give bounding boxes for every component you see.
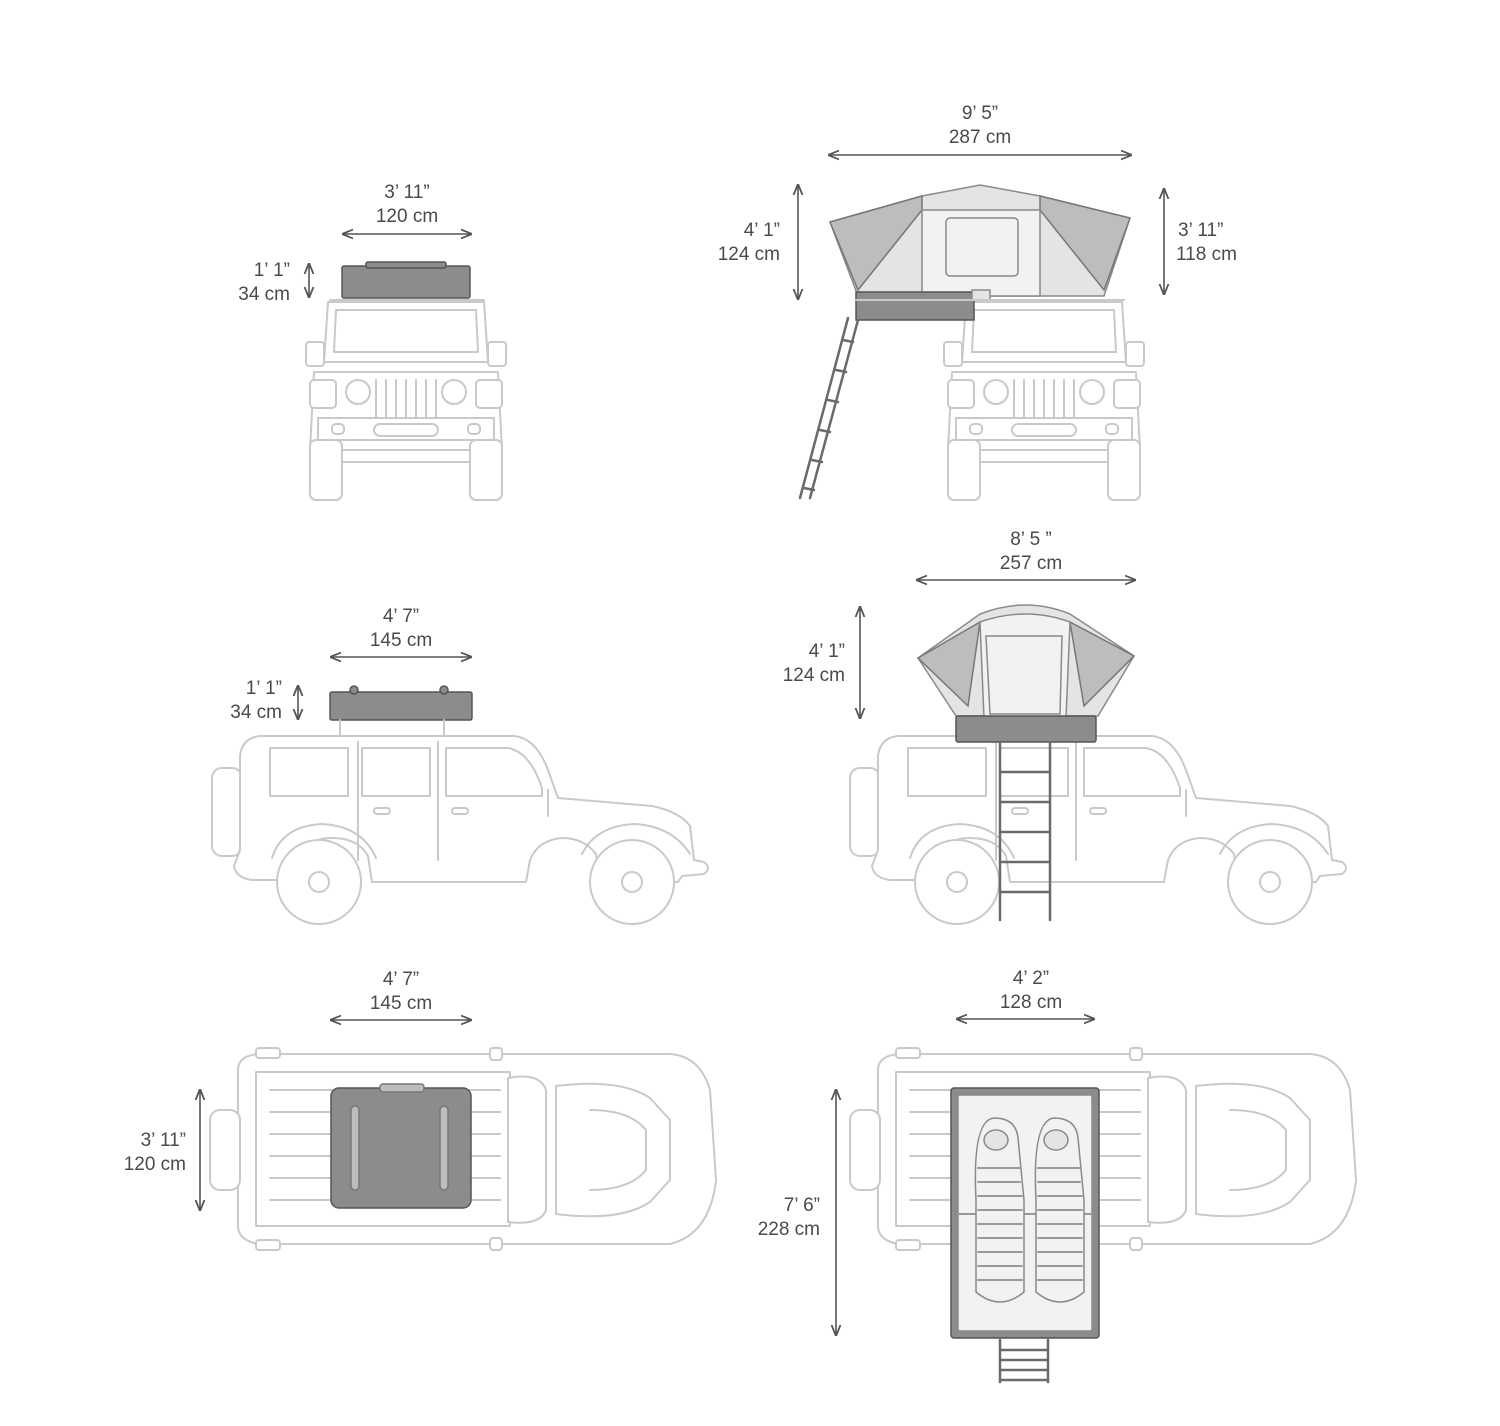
length-cm-label: 228 cm — [758, 1219, 820, 1240]
right-height-cm-label: 118 cm — [1176, 244, 1237, 265]
length-ft-label: 4’ 7” — [383, 969, 419, 990]
left-height-cm-label: 124 cm — [718, 244, 780, 265]
top-view-closed: 4’ 7” 145 cm 3’ 11” 120 cm — [124, 969, 717, 1251]
width-ft-label: 9’ 5” — [962, 103, 998, 124]
side-view-open: 8’ 5 ” 257 cm 4’ 1” 124 cm — [783, 529, 1347, 925]
width-ft-label: 3’ 11” — [384, 182, 429, 203]
height-ft-label: 4’ 1” — [809, 641, 845, 662]
top-view-open: 4’ 2” 128 cm 7’ 6” 228 cm — [758, 968, 1357, 1384]
sleeping-bag-right — [1034, 1117, 1085, 1303]
ladder — [798, 316, 860, 500]
front-view-open: 9’ 5” 287 cm 4’ 1” 124 cm 3’ 11” 118 cm — [718, 103, 1237, 501]
right-height-ft-label: 3’ 11” — [1178, 220, 1223, 241]
height-ft-label: 1’ 1” — [246, 678, 282, 699]
height-cm-label: 124 cm — [783, 665, 845, 686]
closed-tent-box — [341, 265, 471, 299]
ladder — [998, 1338, 1050, 1384]
width-cm-label: 128 cm — [1000, 992, 1062, 1013]
width-ft-label: 4’ 2” — [1013, 968, 1049, 989]
closed-tent-box — [329, 691, 473, 721]
front-view-closed: 3’ 11” 120 cm 1’ 1” 34 cm — [238, 182, 507, 501]
left-height-ft-label: 4’ 1” — [744, 220, 780, 241]
width-cm-label: 287 cm — [949, 127, 1011, 148]
width-ft-label: 3’ 11” — [141, 1130, 186, 1151]
ladder — [998, 740, 1052, 922]
length-ft-label: 7’ 6” — [784, 1195, 820, 1216]
width-cm-label: 120 cm — [124, 1154, 186, 1175]
length-cm-label: 145 cm — [370, 630, 432, 651]
width-cm-label: 120 cm — [376, 206, 438, 227]
height-cm-label: 34 cm — [238, 284, 290, 305]
tent-base — [855, 291, 975, 321]
width-cm-label: 257 cm — [1000, 553, 1062, 574]
tent-base — [955, 715, 1097, 743]
side-view-closed: 4’ 7” 145 cm 1’ 1” 34 cm — [211, 606, 709, 925]
height-cm-label: 34 cm — [230, 702, 282, 723]
height-ft-label: 1’ 1” — [254, 260, 290, 281]
length-cm-label: 145 cm — [370, 993, 432, 1014]
width-ft-label: 8’ 5 ” — [1010, 529, 1052, 550]
sleeping-bag-left — [974, 1117, 1025, 1303]
length-ft-label: 4’ 7” — [383, 606, 419, 627]
